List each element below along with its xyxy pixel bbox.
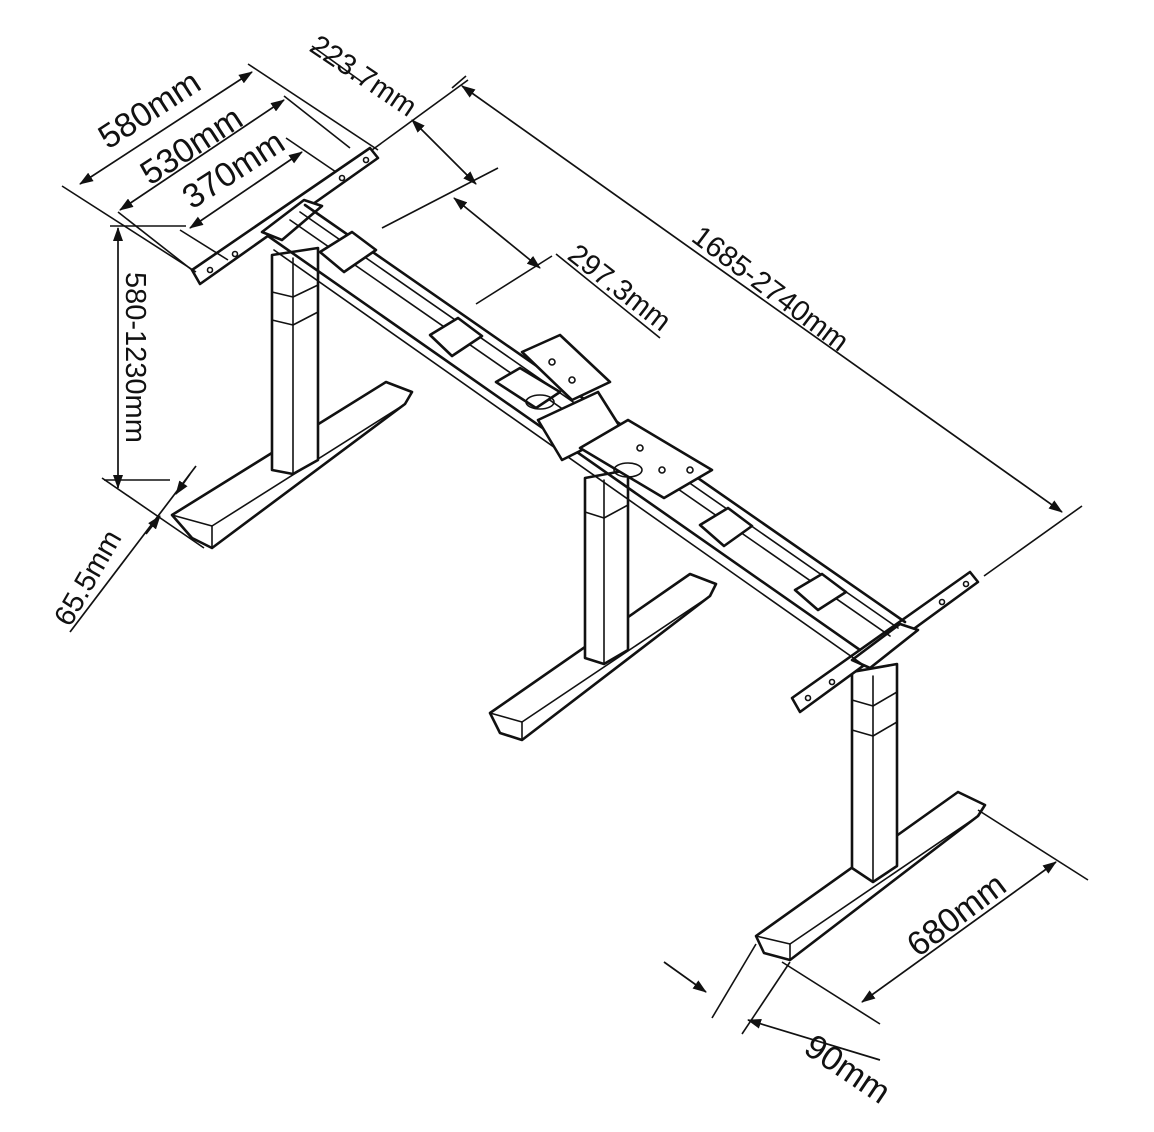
label-90mm: 90mm bbox=[798, 1027, 898, 1111]
label-680mm: 680mm bbox=[900, 866, 1013, 965]
right-leg-column bbox=[850, 662, 899, 884]
label-297-3mm: 297.3mm bbox=[562, 238, 677, 338]
left-leg-column bbox=[270, 246, 320, 476]
dim-bracket-offset: 223.7mm bbox=[304, 29, 499, 229]
dim-foot-height: 65.5mm bbox=[48, 465, 205, 633]
dim-foot-width: 90mm bbox=[663, 943, 898, 1111]
dim-column-offset: 297.3mm bbox=[453, 197, 677, 339]
dim-height-range: 580-1230mm bbox=[104, 225, 186, 489]
label-223-7mm: 223.7mm bbox=[304, 29, 422, 123]
label-65-5mm: 65.5mm bbox=[48, 525, 128, 632]
label-1685-2740mm: 1685-2740mm bbox=[686, 220, 855, 358]
right-top-bracket bbox=[790, 570, 980, 714]
middle-leg-column bbox=[583, 468, 630, 666]
dim-frame-length: 1685-2740mm bbox=[451, 75, 1083, 577]
label-580-1230mm: 580-1230mm bbox=[119, 272, 151, 443]
